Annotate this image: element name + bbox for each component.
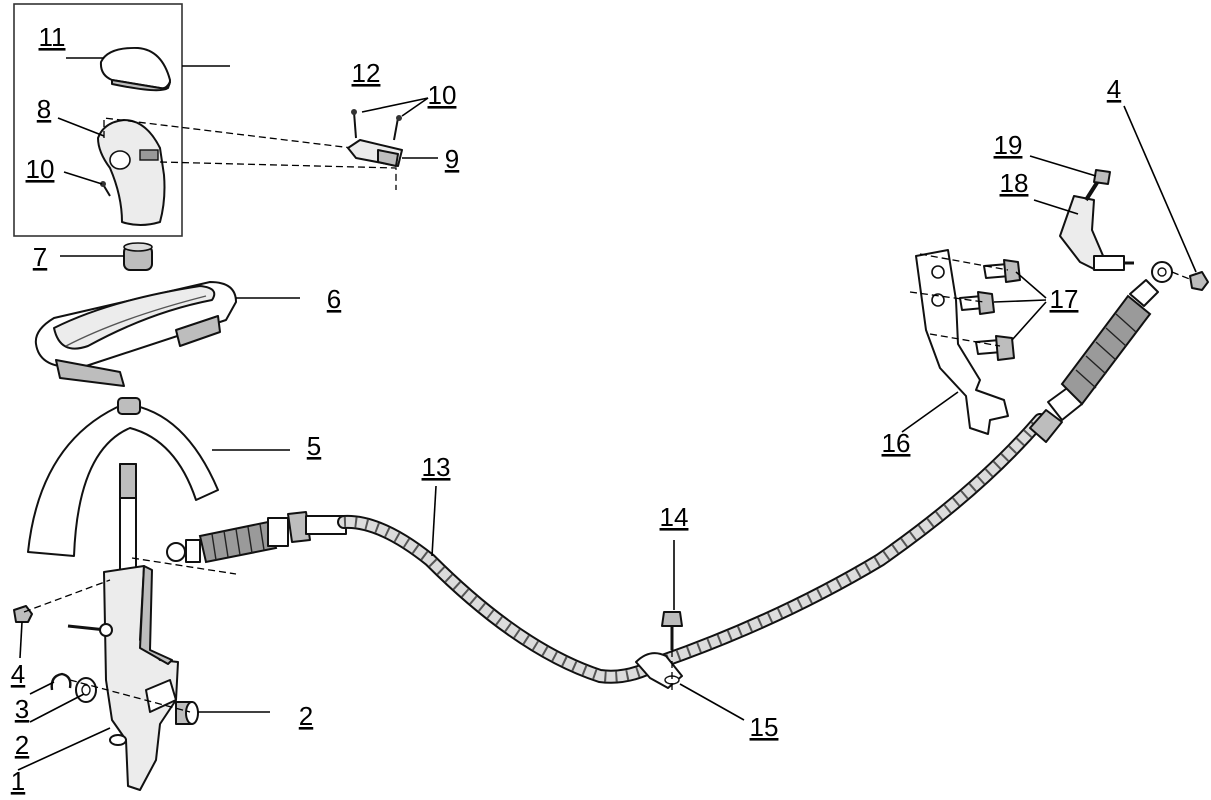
callout-4a: 4	[11, 659, 25, 689]
leader-10a	[63, 171, 103, 185]
callout-4b: 4	[1107, 74, 1121, 104]
cable-end-axis-line	[131, 557, 237, 575]
leader-15	[679, 683, 745, 721]
knob-body-part	[97, 119, 166, 226]
bushing-part	[123, 242, 153, 271]
callout-10b: 10	[428, 80, 457, 110]
callout-17: 17	[1050, 284, 1079, 314]
knob-screw-10	[100, 181, 111, 197]
callout-10a: 10	[26, 154, 55, 184]
leader-4b	[1123, 105, 1197, 273]
callout-15: 15	[750, 712, 779, 742]
retaining-clip-part	[50, 672, 72, 691]
cable-to-nut-line	[1171, 271, 1193, 281]
leader-2a	[29, 693, 85, 723]
leader-1	[17, 727, 111, 771]
bolt-line-3	[929, 333, 1001, 347]
shift-boot-part	[27, 397, 219, 557]
leader-19	[1029, 155, 1097, 177]
bolt-line-2	[909, 291, 985, 303]
leader-16	[901, 391, 959, 433]
callout-8: 8	[37, 94, 51, 124]
bracket-bolt-2	[959, 291, 995, 315]
cable-front-end	[166, 511, 347, 564]
leader-18	[1033, 199, 1079, 215]
callout-16: 16	[882, 428, 911, 458]
cable-rear-end	[1029, 261, 1173, 443]
clamp-bolt-part	[661, 611, 683, 650]
leader-3	[29, 681, 55, 695]
nut-to-lever-line	[23, 579, 111, 613]
cable-clamp-part	[635, 652, 683, 689]
mounting-bracket-part	[915, 249, 1009, 435]
nut-part-left	[13, 605, 33, 623]
pivot-axis-line	[69, 679, 191, 713]
callout-19: 19	[994, 130, 1023, 160]
leader-17-3	[1011, 301, 1047, 341]
callout-6: 6	[327, 284, 341, 314]
knob-inset-frame	[13, 3, 183, 237]
callout-11: 11	[39, 22, 66, 52]
knob-to-bracket-line-1	[103, 117, 353, 149]
pivot-bushing-right	[175, 701, 199, 725]
lever-bolt-part	[1084, 169, 1111, 202]
pivot-bushing-left	[75, 677, 97, 703]
leader-10b-1	[361, 97, 429, 113]
callout-18: 18	[1000, 168, 1029, 198]
switch-bracket-part	[347, 109, 403, 167]
leader-4a	[19, 621, 23, 659]
callout-9: 9	[445, 144, 459, 174]
leader-10b-2	[401, 97, 429, 117]
bracket-bolt-1	[983, 259, 1021, 283]
callout-2b: 2	[299, 701, 313, 731]
callout-2a: 2	[15, 730, 29, 760]
shifter-lever-part	[67, 463, 179, 791]
callout-5: 5	[307, 431, 321, 461]
leader-17-1	[1015, 271, 1047, 299]
leader-17-2	[993, 299, 1047, 303]
bolt-line-1	[919, 253, 1009, 271]
knob-to-bracket-line-2	[159, 161, 397, 190]
transmission-lever-part	[1059, 195, 1134, 271]
shift-bezel-part	[34, 281, 237, 387]
nut-part-right	[1189, 271, 1209, 291]
leader-8	[57, 117, 105, 137]
knob-cap-part	[99, 46, 171, 92]
callout-12: 12	[352, 58, 381, 88]
callout-3: 3	[15, 694, 29, 724]
callout-14: 14	[660, 502, 689, 532]
leader-13	[431, 485, 437, 557]
bracket-bolt-3	[975, 335, 1015, 361]
callout-7: 7	[33, 242, 47, 272]
callout-1: 1	[11, 766, 25, 796]
callout-13: 13	[422, 452, 451, 482]
